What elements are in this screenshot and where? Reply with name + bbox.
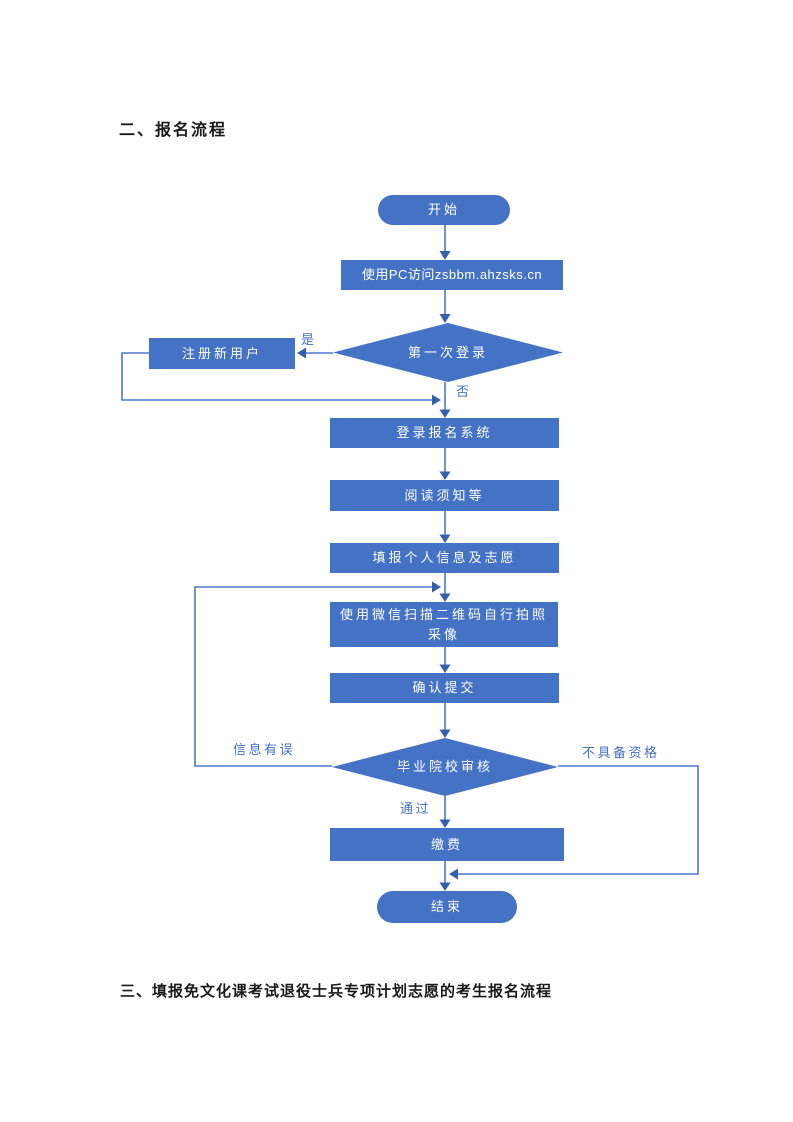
edge-label-no: 否 (456, 384, 472, 399)
flow-node-register-new-user: 注册新用户 (149, 338, 295, 369)
flow-node-start: 开始 (378, 195, 510, 225)
edge-label-not-qualified: 不具备资格 (582, 745, 660, 760)
edge-label-pass: 通过 (400, 801, 432, 816)
edge-first-login-no-to-login (439, 382, 451, 418)
flow-node-visit-pc: 使用PC访问zsbbm.ahzsks.cn (341, 260, 563, 290)
edge-start-to-pc (439, 225, 451, 260)
flow-node-pay-fee: 缴费 (330, 828, 564, 861)
flow-node-confirm-submit: 确认提交 (330, 673, 559, 703)
edge-fill-to-wechat (439, 573, 451, 602)
flow-decision-first-login: 第一次登录 (333, 323, 563, 382)
edge-confirm-to-review (439, 703, 451, 738)
edge-label-info-error: 信息有误 (233, 742, 296, 757)
flow-node-wechat-photo: 使用微信扫描二维码自行拍照采像 (330, 602, 558, 647)
edge-pc-to-first-login (439, 290, 451, 323)
flow-decision-school-review: 毕业院校审核 (332, 738, 558, 796)
edge-label-yes: 是 (301, 332, 317, 347)
edge-pay-to-end (439, 861, 451, 891)
flow-node-end: 结束 (377, 891, 517, 923)
edge-read-to-fill (439, 511, 451, 543)
edge-review-pass-to-pay (439, 796, 451, 828)
section-3-title: 三、填报免文化课考试退役士兵专项计划志愿的考生报名流程 (120, 983, 553, 1000)
edge-wechat-to-confirm (439, 647, 451, 673)
flow-node-fill-info: 填报个人信息及志愿 (330, 543, 559, 573)
section-2-title: 二、报名流程 (119, 122, 228, 139)
flow-node-read-notice: 阅读须知等 (330, 480, 559, 511)
edge-first-login-yes-to-register (297, 347, 333, 359)
flow-node-login-system: 登录报名系统 (330, 418, 559, 448)
edge-login-to-read (439, 448, 451, 480)
